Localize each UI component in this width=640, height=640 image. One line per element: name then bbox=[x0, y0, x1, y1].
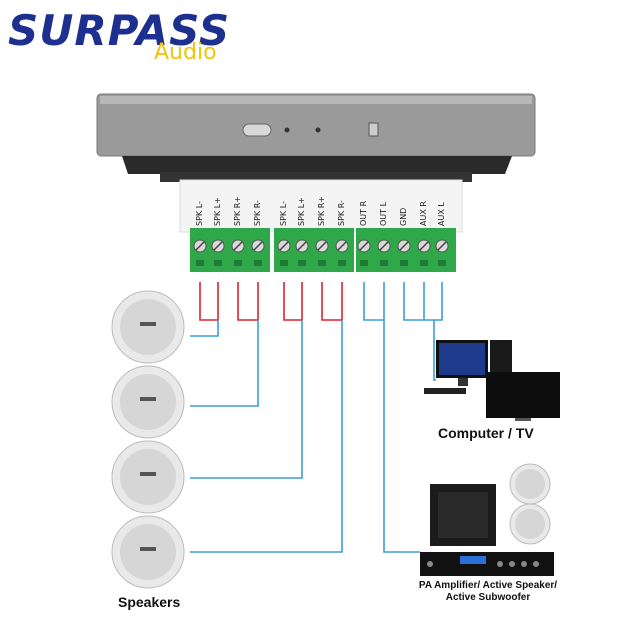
wire bbox=[190, 320, 303, 479]
pa-speaker-1 bbox=[509, 463, 551, 505]
terminal-screw bbox=[277, 239, 291, 266]
terminal-label: SPK L+ bbox=[297, 197, 306, 226]
wire bbox=[321, 282, 343, 321]
ceiling-speaker-3 bbox=[111, 440, 185, 514]
device-led bbox=[284, 127, 290, 133]
ceiling-speaker-4 bbox=[111, 515, 185, 589]
terminal-screw bbox=[377, 239, 391, 266]
terminal-label: GND bbox=[399, 207, 408, 226]
wire bbox=[433, 320, 436, 381]
terminal-screw bbox=[193, 239, 207, 266]
terminal-label: SPK R+ bbox=[317, 196, 326, 226]
wire bbox=[190, 320, 219, 337]
terminal-label: SPK R- bbox=[337, 200, 346, 226]
terminal-label: SPK L+ bbox=[213, 197, 222, 226]
pa-caption: PA Amplifier/ Active Speaker/ Active Sub… bbox=[416, 580, 560, 604]
terminal-label: AUX R bbox=[419, 201, 428, 226]
computer-monitor bbox=[424, 340, 488, 394]
pa-caption-line2: Active Subwoofer bbox=[445, 592, 531, 603]
wire bbox=[199, 282, 219, 321]
terminal-screw bbox=[211, 239, 225, 266]
terminal-label: AUX L bbox=[437, 202, 446, 226]
speakers-caption: Speakers bbox=[118, 594, 181, 610]
device-back bbox=[122, 156, 512, 174]
wire bbox=[403, 282, 424, 321]
terminal-label: OUT R bbox=[359, 200, 368, 226]
terminal-screw bbox=[397, 239, 411, 266]
terminal-screw bbox=[335, 239, 349, 266]
brand-subtitle: Audio bbox=[154, 40, 217, 65]
brand-logo: SURPASS bbox=[8, 6, 231, 55]
ceiling-speaker-1 bbox=[111, 290, 185, 364]
terminal-label: SPK R+ bbox=[233, 196, 242, 226]
terminal-label: SPK L- bbox=[195, 201, 204, 226]
terminal-screw bbox=[357, 239, 371, 266]
terminal-screw bbox=[435, 239, 449, 266]
pa-amplifier bbox=[420, 552, 554, 576]
terminal-screw bbox=[231, 239, 245, 266]
terminal-screw bbox=[417, 239, 431, 266]
wire bbox=[383, 282, 420, 553]
wire bbox=[190, 320, 259, 407]
terminal-screw bbox=[295, 239, 309, 266]
wire bbox=[237, 282, 259, 321]
pa-caption-line1: PA Amplifier/ Active Speaker/ bbox=[418, 580, 558, 591]
wire bbox=[363, 282, 384, 321]
terminal-label: SPK R- bbox=[253, 200, 262, 226]
wire bbox=[423, 282, 443, 321]
pa-speaker-2 bbox=[509, 503, 551, 545]
wire bbox=[190, 320, 343, 553]
terminal-label: OUT L bbox=[379, 201, 388, 226]
terminal-label: SPK L- bbox=[279, 201, 288, 226]
ceiling-speaker-2 bbox=[111, 365, 185, 439]
device-button bbox=[242, 123, 272, 137]
wire bbox=[283, 282, 303, 321]
computer-caption: Computer / TV bbox=[438, 425, 534, 441]
terminal-screw bbox=[315, 239, 329, 266]
tv bbox=[486, 372, 560, 421]
terminal-screw bbox=[251, 239, 265, 266]
